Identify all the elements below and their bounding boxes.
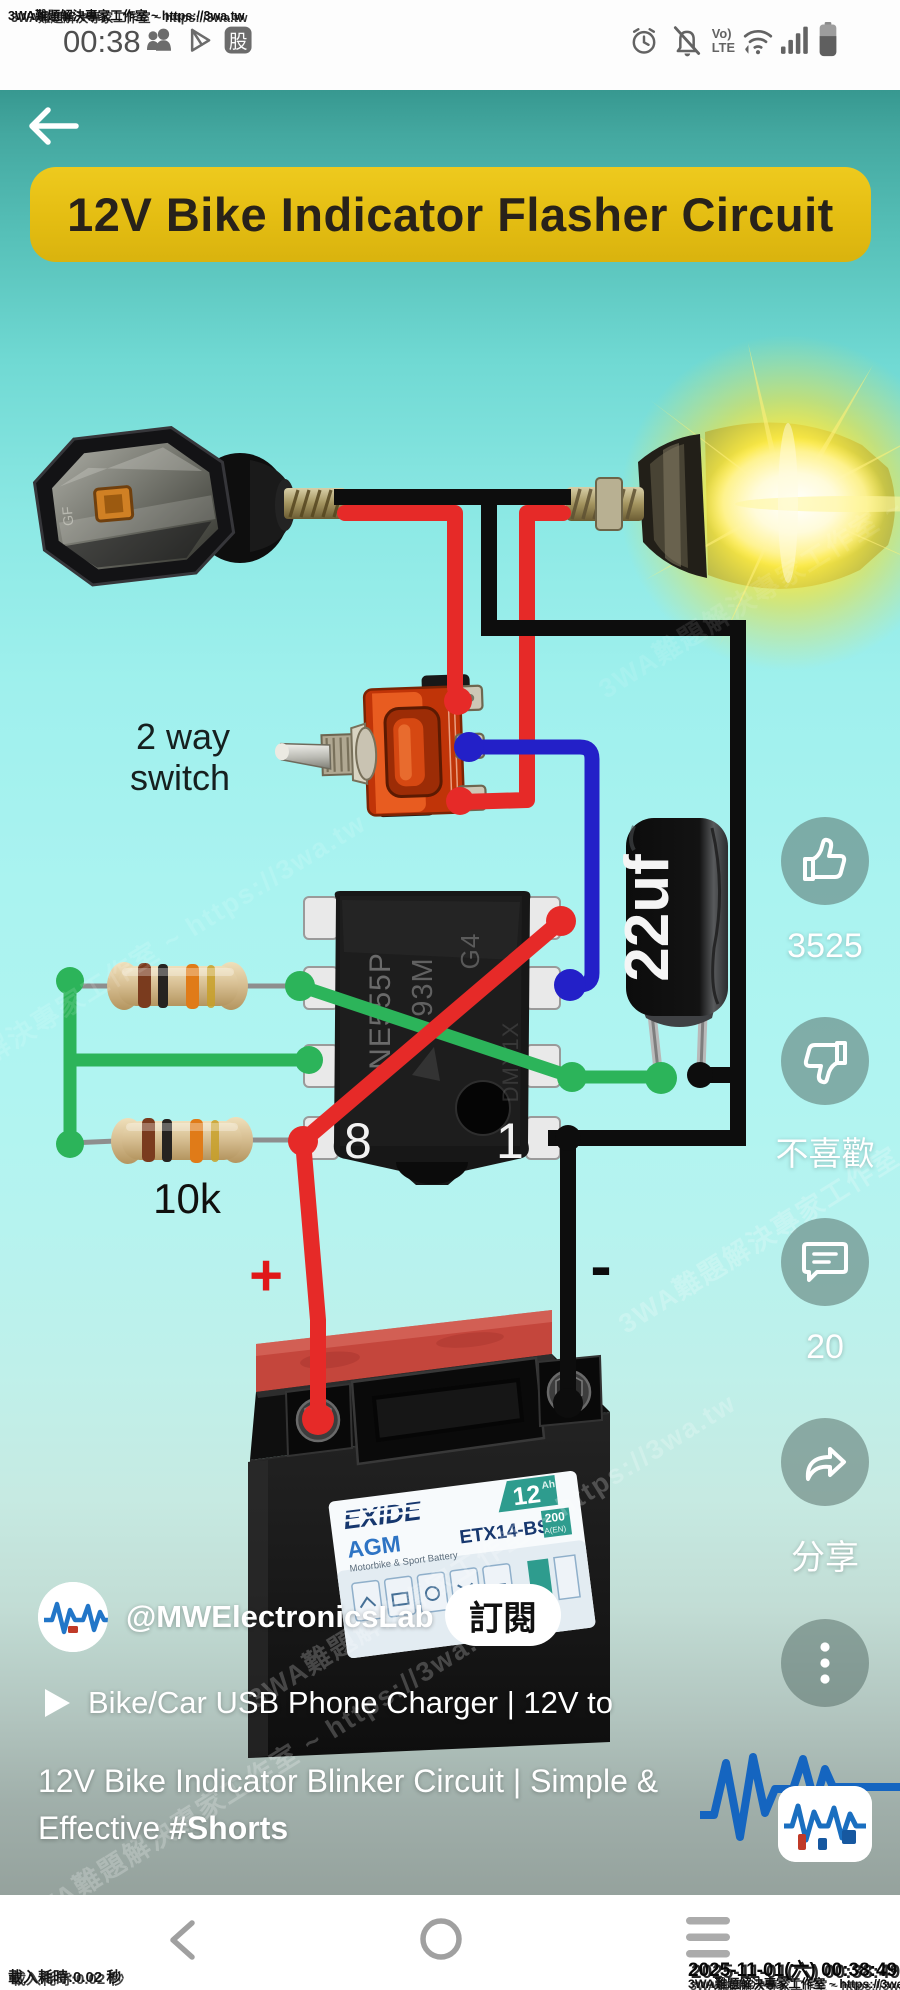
title-line1: 12V Bike Indicator Blinker Circuit | Sim…	[38, 1763, 659, 1799]
indicator-lamp-right	[566, 335, 900, 671]
share-button[interactable]	[781, 1418, 869, 1506]
title-hashtag: #Shorts	[169, 1810, 289, 1846]
related-video-title: Bike/Car USB Phone Charger | 12V to	[88, 1685, 613, 1720]
ic-marking: 93M	[407, 957, 439, 1016]
dislike-label: 不喜歡	[775, 1135, 875, 1172]
resistor-bottom	[67, 1117, 304, 1164]
load-time-text: 載入耗時:0.02 秒 載入耗時:0.02 秒	[8, 1969, 125, 1988]
lamp-lens-marking: GF	[59, 506, 77, 527]
channel-avatar-tile[interactable]	[778, 1786, 872, 1862]
back-button[interactable]	[18, 98, 88, 154]
battery-capacity: 12	[511, 1480, 542, 1511]
more-vertical-icon	[820, 1642, 830, 1684]
resistor-top	[75, 962, 305, 1010]
svg-text:LTE: LTE	[712, 40, 736, 55]
comment-button[interactable]	[781, 1218, 869, 1306]
alarm-icon	[632, 28, 656, 54]
channel-logo-waveform	[700, 1753, 900, 1841]
dislike-action: 不喜歡	[776, 1017, 875, 1172]
battery-rating: 200	[544, 1509, 566, 1525]
wire-junctions-black	[553, 1062, 713, 1418]
play-icon	[45, 1689, 70, 1717]
thumb-up-icon	[803, 837, 847, 881]
nav-home-button[interactable]	[420, 1918, 462, 1963]
toggle-switch	[274, 674, 488, 818]
video-description[interactable]: 12V Bike Indicator Blinker Circuit | Sim…	[38, 1758, 698, 1852]
svg-text:Vo): Vo)	[712, 26, 732, 41]
battery-icon	[819, 22, 837, 57]
comment-action: 20	[781, 1218, 869, 1366]
battery-top-recess	[350, 1356, 546, 1466]
play-store-icon	[190, 28, 211, 52]
home-icon	[420, 1918, 462, 1960]
nav-back-button[interactable]	[166, 1919, 200, 1964]
circuit-labels: 2 way switch 10k + -	[130, 716, 612, 1308]
share-icon	[805, 1447, 846, 1481]
title-line2: Effective	[38, 1810, 170, 1846]
nav-recents-button[interactable]	[686, 1917, 730, 1962]
recents-icon	[686, 1917, 730, 1958]
stocks-app-icon: 股	[224, 26, 252, 54]
contacts-icon	[147, 28, 171, 51]
video-title-banner: 12V Bike Indicator Flasher Circuit	[30, 167, 871, 262]
battery-rating-unit: A(EN)	[544, 1524, 567, 1536]
battery-minus-label: -	[590, 1230, 611, 1302]
channel-handle[interactable]: @MWElectronicsLab	[126, 1599, 434, 1634]
capacitor-label: 22uf	[613, 854, 682, 982]
wifi-icon	[743, 29, 773, 55]
ic-pin1-label: 1	[496, 1113, 524, 1169]
timestamp-text: 2025-11-01(六) 00:38:49 2025-11-01(六) 00:…	[688, 1960, 900, 1983]
subscribe-button[interactable]: 訂閱	[445, 1584, 561, 1646]
like-count: 3525	[787, 927, 863, 965]
banner-text: 12V Bike Indicator Flasher Circuit	[67, 188, 834, 241]
channel-row: @MWElectronicsLab 訂閱	[38, 1582, 638, 1652]
channel-avatar-icon	[38, 1582, 108, 1652]
back-arrow-icon	[29, 107, 79, 145]
comment-count: 20	[806, 1328, 844, 1366]
shorts-video[interactable]: GF	[0, 90, 900, 1895]
back-icon	[170, 1920, 195, 1960]
watermark-top: 3WA難題解決專家工作室 ~ https://3wa.tw 3WA難題解決專家工…	[8, 9, 248, 25]
wire-junctions-blue	[454, 732, 586, 1001]
resistor-value-label: 10k	[153, 1175, 222, 1222]
indicator-lamp-left: GF	[32, 425, 346, 587]
notifications-off-icon	[673, 26, 701, 57]
volte-icon: Vo) LTE	[712, 26, 736, 55]
thumb-down-icon	[803, 1041, 847, 1085]
battery-plus-label: +	[249, 1243, 283, 1308]
switch-label-line2: switch	[130, 757, 230, 798]
like-action: 3525	[781, 817, 869, 965]
ic-marking: G4	[455, 933, 485, 970]
channel-logo-icon	[778, 1786, 872, 1862]
wire-junctions-red	[288, 687, 576, 1435]
related-video-row[interactable]: Bike/Car USB Phone Charger | 12V to	[42, 1685, 613, 1721]
share-label: 分享	[791, 1539, 859, 1577]
more-action	[781, 1619, 869, 1707]
capacitor: 22uf	[613, 818, 728, 1075]
circuit-diagram: GF	[32, 335, 900, 1758]
ic-pin8-label: 8	[344, 1113, 372, 1169]
dislike-button[interactable]	[781, 1017, 869, 1105]
signal-icon	[780, 26, 808, 54]
status-bar: 3WA難題解決專家工作室 ~ https://3wa.tw 3WA難題解決專家工…	[0, 0, 900, 90]
comment-icon	[802, 1242, 848, 1282]
android-nav-bar	[0, 1895, 900, 1990]
share-action: 分享	[781, 1418, 869, 1577]
switch-label-line1: 2 way	[136, 716, 230, 757]
wire-junctions-green	[56, 967, 677, 1158]
status-time: 00:38	[63, 24, 141, 59]
more-button[interactable]	[781, 1619, 869, 1707]
channel-avatar[interactable]	[38, 1582, 108, 1652]
like-button[interactable]	[781, 817, 869, 905]
svg-text:股: 股	[229, 31, 248, 52]
battery-capacity-unit: Ah	[541, 1479, 556, 1492]
watermark-bottom: 3WA難題解決專家工作室 ~ https://3wa.tw 3WA難題解決專家工…	[688, 1977, 900, 1990]
